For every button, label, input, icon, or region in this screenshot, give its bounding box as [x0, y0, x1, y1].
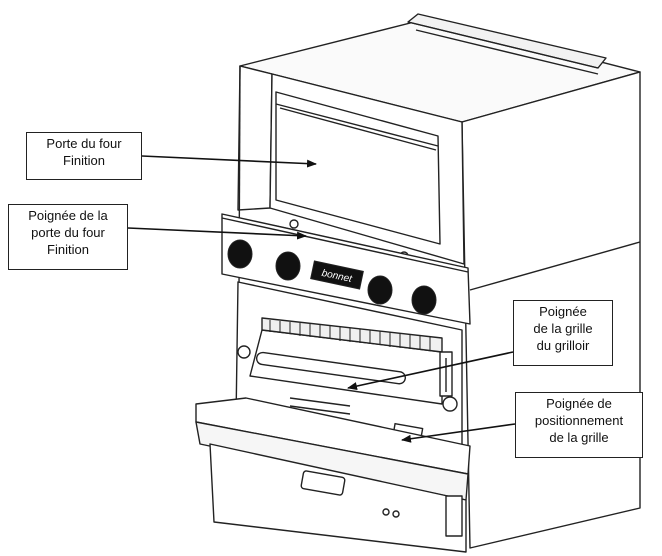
callout-line: porte du four	[31, 225, 105, 240]
callout-line: Poignée de la	[28, 208, 108, 223]
callout-line: Poignée	[539, 304, 587, 319]
callout-oven-door-handle: Poignée de la porte du four Finition	[8, 204, 128, 270]
callout-broiler-rack-handle: Poignée de la grille du grilloir	[513, 300, 613, 366]
oven-cabinet	[195, 13, 641, 553]
callout-line: Finition	[47, 242, 89, 257]
leader-arrows	[127, 155, 516, 443]
control-knob-1	[227, 239, 253, 269]
callout-line: de la grille	[533, 321, 593, 336]
callout-line: positionnement	[534, 413, 624, 428]
control-knob-2	[275, 251, 301, 281]
control-knobs	[227, 239, 437, 315]
callout-line: de la grille	[549, 430, 609, 445]
callout-line: Finition	[63, 153, 105, 168]
callout-oven-door: Porte du four Finition	[26, 132, 142, 180]
rack-handle-leader-arrow	[347, 351, 514, 390]
nameplate: bonnet	[310, 260, 364, 290]
callout-line: du grilloir	[536, 338, 590, 353]
callout-line: Porte du four	[46, 136, 122, 151]
control-knob-4	[411, 285, 437, 315]
callout-line: Poignée de	[546, 396, 612, 411]
door-leader-arrow	[141, 155, 317, 168]
door-handle-leader-arrow	[127, 227, 307, 240]
callout-rack-positioning-handle: Poignée de positionnement de la grille	[515, 392, 643, 458]
positioning-handle-leader-arrow	[401, 423, 516, 443]
control-knob-3	[367, 275, 393, 305]
